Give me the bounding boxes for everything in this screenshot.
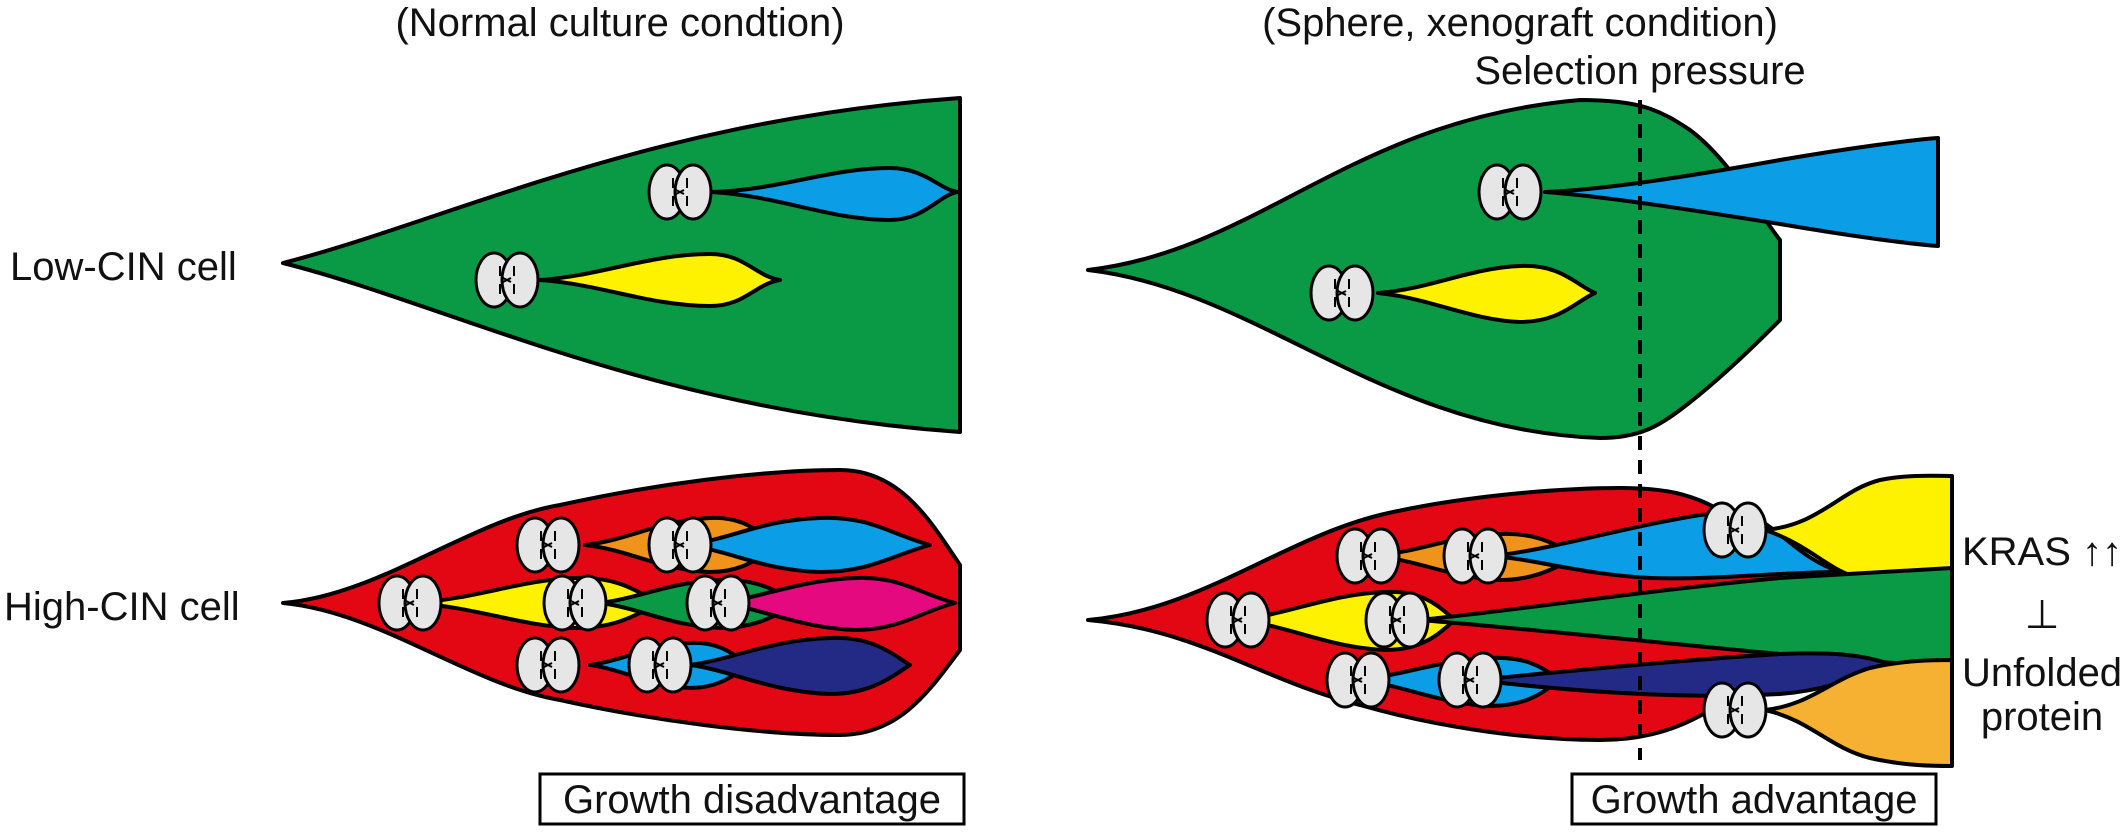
clone-blue-selection xyxy=(1543,136,1940,248)
clone-gold-unfolded xyxy=(1763,658,1954,768)
cell-icon xyxy=(515,516,581,574)
cell-icon xyxy=(647,516,713,574)
clone-magenta xyxy=(718,575,957,632)
inhibition-symbol: ⊥ xyxy=(2025,593,2060,637)
growth-advantage-box xyxy=(1570,772,1938,826)
unfolded-label: Unfolded xyxy=(1962,651,2122,695)
cell-icon xyxy=(1325,651,1391,709)
cell-icon xyxy=(1702,681,1768,739)
cell-icon xyxy=(474,251,540,309)
header-normal-culture: (Normal culture condtion) xyxy=(395,1,844,45)
clone-blue xyxy=(710,166,960,222)
growth-advantage-label: Growth advantage xyxy=(1591,778,1918,822)
cell-icon xyxy=(1205,591,1271,649)
cell-icon xyxy=(1335,527,1401,585)
cell-icon xyxy=(647,163,713,221)
cell-icon xyxy=(1309,264,1375,322)
cell-icon xyxy=(542,574,608,632)
cell-markers xyxy=(377,163,1768,739)
clone-green-selection-2 xyxy=(1418,566,1954,668)
row-label-high-cin: High-CIN cell xyxy=(4,585,240,629)
cell-icon xyxy=(1437,651,1503,709)
growth-disadvantage-box xyxy=(538,772,966,826)
clone-yellow xyxy=(538,252,782,308)
row-label-low-cin: Low-CIN cell xyxy=(10,245,237,289)
cell-icon xyxy=(515,636,581,694)
cell-icon xyxy=(1702,501,1768,559)
clone-yellow-kras xyxy=(1763,473,1954,584)
header-selection-pressure: Selection pressure xyxy=(1474,49,1805,93)
clone-navy xyxy=(688,635,912,696)
kras-up-label: KRAS ↑↑ xyxy=(1962,530,2122,574)
growth-disadvantage-label: Growth disadvantage xyxy=(563,778,941,822)
cell-icon xyxy=(1364,591,1430,649)
clone-green-main-selection xyxy=(1086,98,1782,440)
clone-yellow-selection xyxy=(1376,263,1597,324)
clone-blue-2 xyxy=(683,515,932,574)
cell-icon xyxy=(627,636,693,694)
low-cin-selection-tree xyxy=(1086,98,1940,440)
header-sphere-xenograft: (Sphere, xenograft condition) xyxy=(1262,1,1778,45)
protein-label: protein xyxy=(1981,695,2103,739)
cell-icon xyxy=(685,574,751,632)
cell-icon xyxy=(1477,163,1543,221)
cell-icon xyxy=(1442,527,1508,585)
cell-icon xyxy=(377,574,443,632)
low-cin-normal-tree xyxy=(281,96,962,434)
